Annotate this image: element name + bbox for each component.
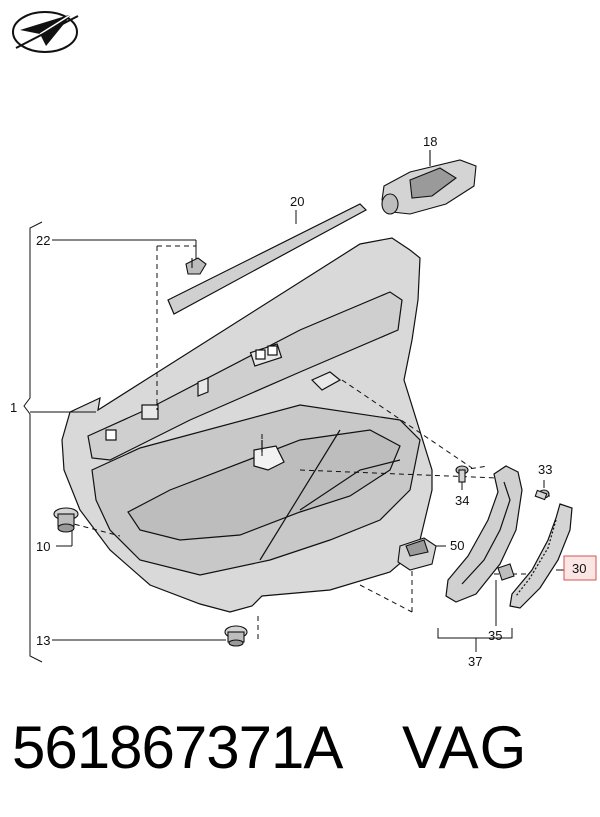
part-18-inner-door-handle bbox=[381, 150, 477, 215]
part-number-label: 561867371A bbox=[12, 714, 343, 781]
callout-37: 37 bbox=[468, 654, 482, 669]
paper-plane-in-circle-icon bbox=[12, 11, 79, 53]
callout-30: 30 bbox=[572, 561, 586, 576]
callout-30-highlight bbox=[563, 555, 597, 581]
door-trim-panel bbox=[61, 237, 433, 613]
callout-13: 13 bbox=[36, 633, 50, 648]
callout-labels: 1 22 20 18 10 13 33 34 50 30 35 37 bbox=[10, 134, 586, 669]
callout-20: 20 bbox=[290, 194, 304, 209]
part-35-clip bbox=[497, 563, 515, 581]
callout-50: 50 bbox=[450, 538, 464, 553]
part-22-clip bbox=[185, 257, 207, 275]
callout-33: 33 bbox=[538, 462, 552, 477]
part-34-screw bbox=[455, 465, 469, 483]
part-30-trim-cover bbox=[509, 503, 573, 609]
part-10-fastener bbox=[53, 507, 79, 533]
callout-22: 22 bbox=[36, 233, 50, 248]
brand-label: VAG bbox=[402, 714, 528, 781]
part-50-switch-unit bbox=[397, 537, 437, 571]
part-20-window-seal-strip bbox=[167, 203, 367, 315]
callout-35: 35 bbox=[488, 628, 502, 643]
callout-10: 10 bbox=[36, 539, 50, 554]
part-13-fastener bbox=[224, 625, 248, 647]
callout-1: 1 bbox=[10, 400, 17, 415]
callout-34: 34 bbox=[455, 493, 469, 508]
part-33-screw bbox=[534, 489, 550, 501]
callout-18: 18 bbox=[423, 134, 437, 149]
part-37-grab-handle bbox=[445, 465, 523, 603]
leader-lines bbox=[23, 150, 564, 663]
